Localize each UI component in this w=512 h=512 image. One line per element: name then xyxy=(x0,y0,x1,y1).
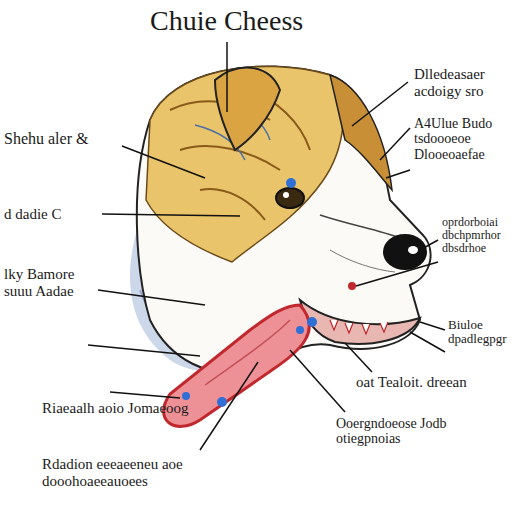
part-label: Dlledeasaer acdoigy sro xyxy=(414,66,508,99)
part-label: Shehu aler & xyxy=(4,130,124,148)
part-label: Rdadion eeeaeeneu aoe dooohoaeeauoees xyxy=(42,456,212,489)
part-label: Ooergndoeose Jodb otiegpnoias xyxy=(336,416,456,447)
part-label: A4Ulue Budo tsdoooeoe Dlooeoaefae xyxy=(414,116,508,162)
part-label: d dadie C xyxy=(4,206,104,223)
part-label: oprdorboiai dbchpmrhor dbsdrhoe xyxy=(442,216,508,256)
part-label: Biuloe dpadlegpgr xyxy=(448,318,508,347)
part-label: lky Bamore suuu Aadae xyxy=(4,266,98,299)
part-label: oat Tealoit. dreean xyxy=(356,374,476,391)
diagram-title: Chuie Cheess xyxy=(150,6,303,37)
part-label: Riaeaalh aoio Jomaeoog xyxy=(42,400,192,417)
